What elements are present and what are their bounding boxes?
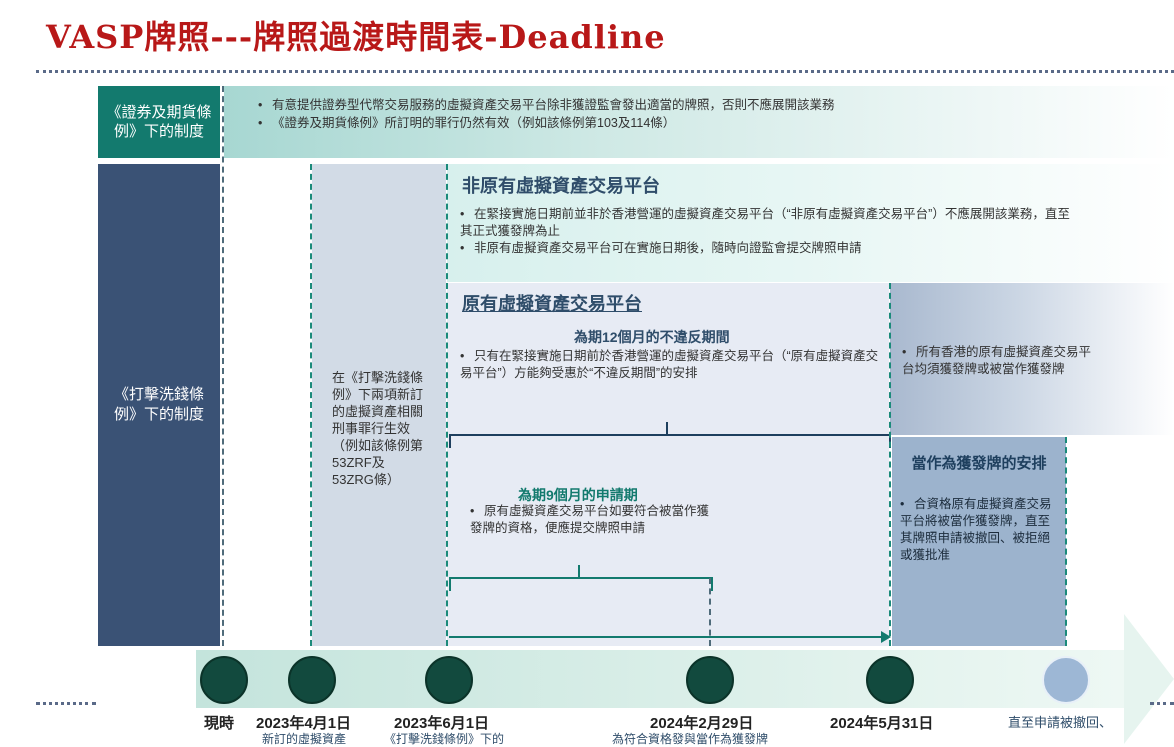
application-period-title: 為期9個月的申請期 <box>518 487 638 503</box>
title-divider <box>36 70 1174 73</box>
timeline-sub-jun-2023: 《打擊洗錢條例》下的 <box>384 732 505 746</box>
bullet-icon: • <box>902 345 907 359</box>
timeline-date-jun-2023: 2023年6月1日 <box>394 715 490 732</box>
sfo-bullet-2-text: 《證券及期貨條例》所訂明的罪行仍然有效（例如該條例第103及114條） <box>272 116 676 130</box>
deemed-licensed-text: •合資格原有虛擬資產交易平台將被當作獲發牌，直至其牌照申請被撤回、被拒絕或獲批准 <box>900 496 1058 564</box>
timeline-date-feb-2024: 2024年2月29日 <box>650 715 754 732</box>
sfo-bullet-1: • 有意提供證券型代幣交易服務的虛擬資產交易平台除非獲證監會發出適當的牌照，否則不… <box>258 97 1138 114</box>
nine-month-brace <box>449 577 713 591</box>
preexisting-title: 原有虛擬資產交易平台 <box>462 294 642 314</box>
deadline-arrow-line <box>449 636 881 638</box>
non-preexisting-bullet-2-text: 非原有虛擬資產交易平台可在實施日期後，隨時向證監會提交牌照申請 <box>474 241 862 255</box>
sfo-bullet-1-text: 有意提供證券型代幣交易服務的虛擬資產交易平台除非獲證監會發出適當的牌照，否則不應… <box>272 98 835 112</box>
non-preexisting-band <box>447 164 1174 282</box>
timeline-sub-apr-2023: 新訂的虛擬資產 <box>262 732 347 746</box>
timeline-node-feb-2024 <box>686 656 734 704</box>
preexisting-band <box>447 283 889 646</box>
timeline-date-withdrawal: 直至申請被撤回、 <box>1008 715 1113 730</box>
bullet-icon: • <box>460 207 465 221</box>
deemed-licensed-title: 當作為獲發牌的安排 <box>911 455 1047 472</box>
bullet-icon: • <box>460 349 465 363</box>
deemed-licensed-box <box>892 437 1066 646</box>
non-contravention-text-value: 只有在緊接實施日期前於香港營運的虛擬資產交易平台（“原有虛擬資產交易平台”）方能… <box>460 349 879 380</box>
non-preexisting-bullet-1-text: 在緊接實施日期前並非於香港營運的虛擬資產交易平台（“非原有虛擬資產交易平台”）不… <box>460 207 1070 238</box>
withdrawal-date-line <box>1065 437 1067 646</box>
non-preexisting-bullet-1: •在緊接實施日期前並非於香港營運的虛擬資產交易平台（“非原有虛擬資產交易平台”）… <box>460 206 1080 240</box>
bullet-icon: • <box>258 98 263 112</box>
twelve-month-brace <box>449 434 891 448</box>
amlo-regime-label-text: 《打擊洗錢條例》下的制度 <box>114 386 205 423</box>
jun-2023-date-line <box>446 164 448 646</box>
timeline-node-now <box>200 656 248 704</box>
after-deadline-text: •所有香港的原有虛擬資產交易平台均須獲發牌或被當作獲發牌 <box>902 344 1102 378</box>
sfo-bullet-2: • 《證券及期貨條例》所訂明的罪行仍然有效（例如該條例第103及114條） <box>258 115 1138 132</box>
bottom-divider-right <box>1150 702 1174 705</box>
timeline-node-withdrawal <box>1042 656 1090 704</box>
bottom-divider-left <box>36 702 96 705</box>
timeline-node-apr-2023 <box>288 656 336 704</box>
timeline-arrow-head <box>1124 614 1174 744</box>
application-text-value: 原有虛擬資產交易平台如要符合被當作獲發牌的資格，便應提交牌照申請 <box>470 504 710 535</box>
non-contravention-text: •只有在緊接實施日期前於香港營運的虛擬資產交易平台（“原有虛擬資產交易平台”）方… <box>460 348 880 382</box>
bullet-icon: • <box>900 497 905 511</box>
timeline-node-jun-2023 <box>425 656 473 704</box>
non-contravention-period-title: 為期12個月的不違反期間 <box>574 329 730 345</box>
page-title: VASP牌照---牌照過渡時間表-Deadline <box>46 18 666 56</box>
offences-note: 在《打擊洗錢條例》下兩項新訂的虛擬資產相關刑事罪行生效（例如該條例第53ZRF及… <box>332 370 424 487</box>
timeline-band <box>196 650 1124 708</box>
non-preexisting-title: 非原有虛擬資產交易平台 <box>462 176 660 196</box>
timeline-date-may-2024: 2024年5月31日 <box>830 715 934 732</box>
may-2024-date-line <box>889 283 891 646</box>
sfo-regime-band <box>224 86 1174 158</box>
bullet-icon: • <box>470 504 475 518</box>
apr-2023-date-line <box>310 164 312 646</box>
deemed-licensed-text-value: 合資格原有虛擬資產交易平台將被當作獲發牌，直至其牌照申請被撤回、被拒絕或獲批准 <box>900 497 1052 562</box>
non-preexisting-bullet-2: • 非原有虛擬資產交易平台可在實施日期後，隨時向證監會提交牌照申請 <box>460 240 1080 257</box>
deadline-arrow-head <box>881 631 891 643</box>
sfo-regime-label-text: 《證券及期貨條例》下的制度 <box>106 104 212 140</box>
bullet-icon: • <box>460 241 465 255</box>
offences-column <box>312 164 446 646</box>
timeline-date-now: 現時 <box>204 715 235 732</box>
after-deadline-band <box>890 283 1174 435</box>
timeline-node-may-2024 <box>866 656 914 704</box>
nine-month-brace-tip <box>578 565 580 577</box>
timeline-sub-feb-2024: 為符合資格發與當作為獲發牌 <box>612 732 769 746</box>
sfo-regime-label: 《證券及期貨條例》下的制度 <box>98 86 220 158</box>
after-deadline-text-value: 所有香港的原有虛擬資產交易平台均須獲發牌或被當作獲發牌 <box>902 345 1092 376</box>
now-date-line <box>222 86 224 646</box>
application-text: •原有虛擬資產交易平台如要符合被當作獲發牌的資格，便應提交牌照申請 <box>470 503 710 537</box>
timeline-date-apr-2023: 2023年4月1日 <box>256 715 352 732</box>
feb-2024-date-line <box>709 578 711 646</box>
twelve-month-brace-tip <box>666 422 668 434</box>
bullet-icon: • <box>258 116 263 130</box>
amlo-regime-label: 《打擊洗錢條例》下的制度 <box>98 164 220 646</box>
